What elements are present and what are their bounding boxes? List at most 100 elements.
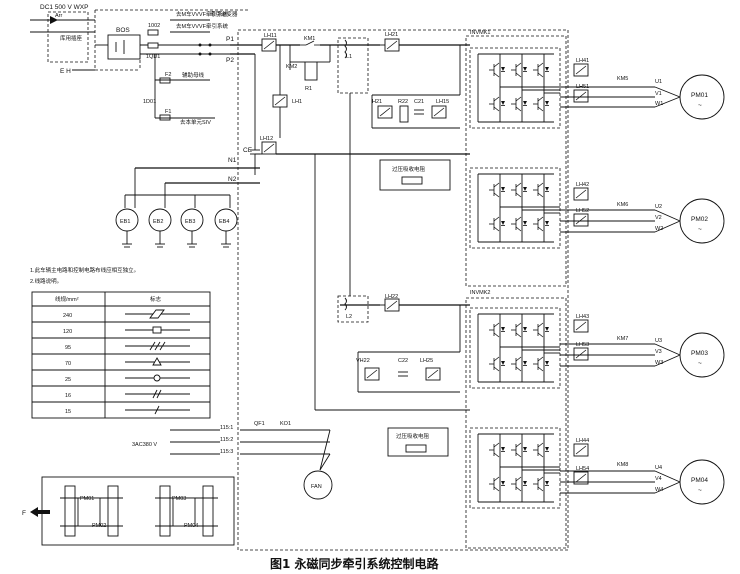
lh43-label: LH43	[576, 314, 589, 320]
arrester-label: Arr	[55, 13, 63, 19]
eb4-label: EB4	[219, 219, 229, 225]
pm01-motor-icon	[679, 74, 725, 120]
pm03-motor-icon	[679, 332, 725, 378]
u1-label: U1	[655, 79, 662, 85]
motor-unit-pm04: LH44 LH54 KM8 U4 V4 W4 PM04 ~	[560, 438, 725, 505]
lh54-label: LH54	[576, 466, 589, 472]
n2-label: N2	[228, 176, 237, 183]
r22-label: R22	[398, 99, 408, 105]
u4-label: U4	[655, 465, 662, 471]
v4-label: V4	[655, 476, 662, 482]
pm04-symbol: ~	[698, 487, 702, 494]
qf1-label: QF1	[254, 421, 265, 427]
traction-inverter-label: 牵引逆变器	[210, 10, 238, 18]
lh41-label: LH41	[576, 58, 589, 64]
lh42-label: LH42	[576, 182, 589, 188]
lh52-label: LH52	[576, 208, 589, 214]
lh21-label: LH21	[385, 32, 398, 38]
table-row-gauge: 240	[63, 313, 72, 319]
table-row-gauge: 70	[65, 361, 71, 367]
earth-label: E H	[60, 68, 71, 75]
pm04-label: PM04	[691, 477, 708, 484]
lh22-label: LH22	[385, 294, 398, 300]
note-line-2: 2.线路说明。	[30, 277, 62, 285]
motor-unit-pm01: LH41 LH51 KM5 U1 V1 W1 PM01 ~	[560, 58, 725, 120]
fan-line-2: 115:2	[220, 437, 233, 443]
n1-label: N1	[228, 157, 237, 164]
wire-table: 线规/mm² 标志 240 120 95 70 25 16 15	[31, 291, 211, 419]
go-traction-2-label: 去M车VVVF牵引系统	[176, 22, 228, 30]
km7-label: KM7	[617, 336, 628, 342]
overvolt-2-label: 过压吸收电阻	[396, 432, 430, 440]
ce-label: CE	[243, 147, 253, 154]
overvolt-1-label: 过压吸收电阻	[392, 165, 426, 173]
l2-label: L2	[346, 314, 352, 320]
direction-label: F	[22, 510, 26, 517]
bos-box	[107, 34, 141, 60]
fan-line-1: 115:1	[220, 425, 233, 431]
pm02-label: PM02	[691, 216, 708, 223]
vh22-label: VH22	[356, 358, 370, 364]
eb1-label: EB1	[120, 219, 130, 225]
table-row-gauge: 120	[63, 329, 72, 335]
motor-outputs: LH41 LH51 KM5 U1 V1 W1 PM01 ~ LH42 LH52 …	[560, 58, 725, 505]
h21-label: H21	[372, 99, 382, 105]
p1-label: P1	[226, 36, 234, 43]
notes: 1.此车辆主电路和控制电路布线应相互独立。 2.线路说明。	[30, 266, 139, 285]
v3-label: V3	[655, 349, 662, 355]
lh25-label: LH25	[420, 358, 433, 364]
dc-link-2: VH22 C22 LH25 过压吸收电阻	[356, 305, 461, 457]
fuse-1qd1-label: 1QD1	[146, 54, 160, 60]
arrow-left-icon	[30, 507, 50, 517]
table-row-gauge: 95	[65, 345, 71, 351]
r1-resistor	[304, 61, 318, 81]
traction-inverter-boundary	[237, 29, 569, 551]
lh44-label: LH44	[576, 438, 589, 444]
dc-supply-label: DC1 500 V WXP	[40, 4, 88, 11]
lh1-label: LH1	[292, 99, 302, 105]
w2-label: W2	[655, 226, 663, 232]
eb3-label: EB3	[185, 219, 195, 225]
ko1-label: KO1	[280, 421, 291, 427]
pm03-symbol: ~	[698, 360, 702, 367]
v1-label: V1	[655, 91, 662, 97]
brake-resistor-group: EB1 EB2 EB3 EB4	[115, 168, 238, 248]
aux-bus-label: 辅助母线	[182, 71, 205, 79]
u2-label: U2	[655, 204, 662, 210]
diode-icon	[50, 16, 58, 24]
invmk1-label: INVMK1	[470, 30, 490, 36]
table-row-gauge: 15	[65, 409, 71, 415]
fuse-1qd1	[147, 42, 159, 49]
fan-supply-label: 3AC380 V	[132, 442, 157, 448]
go-siv-label: 去本单元SIV	[180, 118, 211, 126]
fan-icon	[303, 470, 333, 500]
traction-input: LH11 KM1 KM2 R1 LH1 LH12 L1 L2 LH21	[237, 29, 569, 551]
bogie-pm01: PM01	[80, 496, 94, 502]
eb2-label: EB2	[153, 219, 163, 225]
motor-unit-pm02: LH42 LH52 KM6 U2 V2 W2 PM02 ~	[560, 182, 725, 244]
l1-label: L1	[346, 54, 352, 60]
w4-label: W4	[655, 487, 663, 493]
c22-label: C22	[398, 358, 408, 364]
table-row-gauge: 25	[65, 377, 71, 383]
bos-label: BOS	[116, 27, 130, 34]
wire-mark-symbols	[125, 309, 190, 415]
pm02-symbol: ~	[698, 226, 702, 233]
fan-line-3: 115:3	[220, 449, 233, 455]
km6-label: KM6	[617, 202, 628, 208]
km8-label: KM8	[617, 462, 628, 468]
note-line-1: 1.此车辆主电路和控制电路布线应相互独立。	[30, 266, 139, 274]
pm03-label: PM03	[691, 350, 708, 357]
bogie-pm04: PM04	[184, 523, 198, 529]
p2-label: P2	[226, 57, 234, 64]
dc-link-1: H21 R22 C21 LH15 过压吸收电阻	[371, 45, 461, 191]
bogie-layout: F PM01 PM02 PM03 PM04	[22, 476, 235, 546]
lh15-label: LH15	[436, 99, 449, 105]
fuse-1002	[147, 29, 159, 36]
supply-section: DC1 500 V WXP Arr 库用插座 E H BOS 1002 1QD1…	[30, 4, 262, 184]
w3-label: W3	[655, 360, 663, 366]
km1-label: KM1	[304, 36, 315, 42]
figure-caption: 图1 永磁同步牵引系统控制电路	[270, 556, 440, 571]
